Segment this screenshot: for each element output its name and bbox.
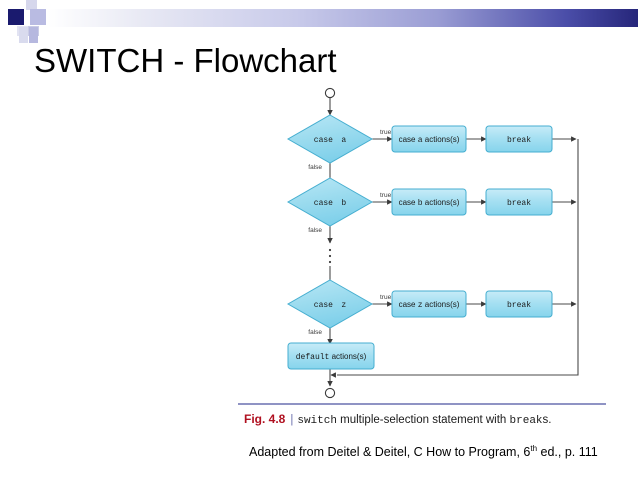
action-case-a-label: case a actions(s) bbox=[399, 135, 460, 145]
end-circle-icon bbox=[324, 387, 336, 399]
source-attribution: Adapted from Deitel & Deitel, C How to P… bbox=[249, 444, 598, 459]
decision-case-z-shape bbox=[286, 279, 374, 329]
break-b-shape bbox=[485, 188, 553, 216]
light-square-a-icon bbox=[26, 0, 37, 10]
decision-case-a-label: case a bbox=[314, 129, 347, 146]
edge-label-true-a: true bbox=[380, 129, 392, 136]
page-title: SWITCH - Flowchart bbox=[34, 42, 337, 79]
edge-label-false-z: false bbox=[308, 329, 322, 336]
action-case-z[interactable]: case z actions(s) bbox=[391, 290, 467, 318]
action-case-z-shape bbox=[391, 290, 467, 318]
decision-case-b[interactable]: case b bbox=[286, 177, 374, 227]
decision-case-a-shape bbox=[286, 114, 374, 164]
break-a[interactable]: break bbox=[485, 125, 553, 153]
edge-label-true-b: true bbox=[380, 192, 392, 199]
action-case-a[interactable]: case a actions(s) bbox=[391, 125, 467, 153]
start-circle-icon bbox=[324, 87, 336, 99]
pale-square-e-icon bbox=[19, 27, 28, 43]
caption-separator: | bbox=[290, 414, 294, 426]
gradient-bar bbox=[48, 9, 638, 27]
action-case-b-shape bbox=[391, 188, 467, 216]
caption-keyword-break: break bbox=[509, 415, 543, 427]
attribution-text-after: ed., p. 111 bbox=[537, 445, 598, 460]
figure-caption: Fig. 4.8 |switch multiple-selection state… bbox=[244, 412, 552, 427]
default-actions-shape bbox=[287, 342, 375, 370]
break-b-label: break bbox=[507, 199, 531, 208]
default-actions-label: default actions(s) bbox=[296, 352, 367, 362]
break-z[interactable]: break bbox=[485, 290, 553, 318]
decision-case-z-label: case z bbox=[314, 294, 347, 311]
break-a-label: break bbox=[507, 136, 531, 145]
mid-square-f-icon bbox=[29, 27, 38, 43]
navy-square-icon bbox=[8, 9, 24, 25]
edge-label-false-a: false bbox=[308, 164, 322, 171]
decision-case-z[interactable]: case z bbox=[286, 279, 374, 329]
vertical-ellipsis-icon bbox=[328, 248, 332, 264]
caption-divider bbox=[238, 403, 606, 405]
decision-case-a[interactable]: case a bbox=[286, 114, 374, 164]
edge-label-true-z: true bbox=[380, 294, 392, 301]
break-z-label: break bbox=[507, 301, 531, 310]
mid-square-b-icon bbox=[30, 9, 46, 25]
decision-case-b-shape bbox=[286, 177, 374, 227]
attribution-ordinal-suffix: th bbox=[530, 444, 538, 453]
break-a-shape bbox=[485, 125, 553, 153]
action-case-b-label: case b actions(s) bbox=[399, 198, 460, 208]
caption-text-end: s. bbox=[542, 414, 552, 426]
decision-case-b-label: case b bbox=[314, 192, 347, 209]
merge-rail bbox=[337, 139, 579, 376]
caption-keyword-switch: switch bbox=[297, 415, 337, 427]
action-case-z-label: case z actions(s) bbox=[399, 300, 460, 310]
attribution-text-before: Adapted from Deitel & Deitel, C How to P… bbox=[249, 445, 531, 460]
action-case-a-shape bbox=[391, 125, 467, 153]
caption-text-middle: multiple-selection statement with bbox=[336, 414, 510, 426]
figure-number: Fig. 4.8 bbox=[244, 412, 286, 426]
break-z-shape bbox=[485, 290, 553, 318]
edge-label-false-b: false bbox=[308, 227, 322, 234]
action-case-b[interactable]: case b actions(s) bbox=[391, 188, 467, 216]
break-b[interactable]: break bbox=[485, 188, 553, 216]
default-actions[interactable]: default actions(s) bbox=[287, 342, 375, 370]
slide-header-decoration bbox=[0, 0, 638, 43]
